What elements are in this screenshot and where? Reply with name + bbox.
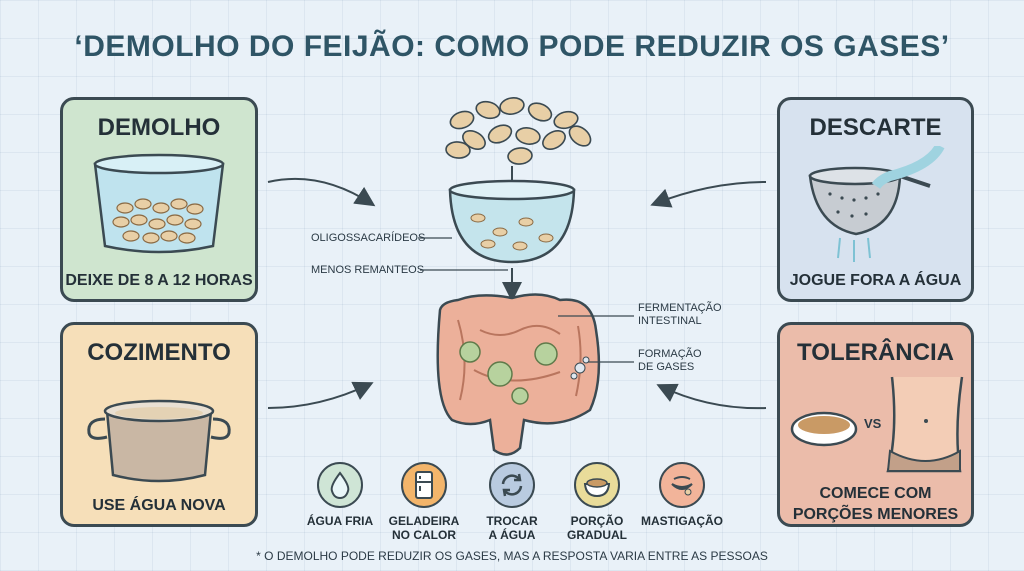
bowl-icon (574, 462, 620, 508)
card-descarte: DESCARTE JOGUE FORA A ÁGUA (777, 97, 974, 302)
mouth-icon (659, 462, 705, 508)
bowl-with-water-icon (448, 179, 576, 264)
strainer-icon (808, 146, 945, 262)
label-formacao-gases: FORMAÇÃO DE GASES (638, 348, 702, 374)
tip-label-line1: TROCAR (486, 514, 538, 528)
falling-beans-icon (445, 97, 592, 165)
card-demolho-caption: DEIXE DE 8 A 12 HORAS (65, 272, 253, 289)
tip-label-line1: MASTIGAÇÃO (641, 514, 723, 528)
label-oligossacarideos: OLIGOSSACARÍDEOS (311, 232, 426, 244)
card-cozimento-title: COZIMENTO (87, 339, 231, 366)
refresh-icon (489, 462, 535, 508)
card-tolerancia-caption-line1: COMECE COM (819, 485, 932, 502)
intestine-icon (436, 293, 601, 456)
tip-label-line1: ÁGUA FRIA (306, 514, 374, 528)
label-fermentacao-line1: FERMENTAÇÃO (638, 302, 722, 314)
label-fermentacao: FERMENTAÇÃO INTESTINAL (638, 302, 722, 328)
tip-label-line2: NO CALOR (392, 528, 456, 542)
tip-label-line2: A ÁGUA (488, 528, 536, 542)
tip-label-line2: GRADUAL (567, 528, 627, 542)
tip-label-line1: PORÇÃO (570, 514, 624, 528)
cooking-pot-icon (87, 399, 231, 483)
soaking-bowl-icon (93, 153, 225, 254)
card-descarte-title: DESCARTE (809, 114, 942, 141)
card-demolho: DEMOLHO DEIXE DE 8 A 12 HORAS (60, 97, 258, 302)
card-descarte-caption: JOGUE FORA A ÁGUA (789, 272, 962, 289)
label-menos-remanteos: MENOS REMANTEOS (311, 264, 425, 276)
label-formacao-line1: FORMAÇÃO (638, 348, 702, 360)
portion-vs-belly-icon (790, 376, 964, 473)
label-formacao-line2: DE GASES (638, 361, 695, 373)
card-demolho-title: DEMOLHO (97, 114, 221, 141)
tip-label-line1: GELADEIRA (388, 514, 460, 528)
page-title: ‘DEMOLHO DO FEIJÃO: COMO PODE REDUZIR OS… (74, 30, 950, 63)
card-cozimento-caption: USE ÁGUA NOVA (92, 497, 226, 514)
water-drop-icon (317, 462, 363, 508)
card-tolerancia-caption: COMECE COM PORÇÕES MENORES (780, 483, 971, 524)
card-tolerancia-caption-line2: PORÇÕES MENORES (792, 506, 959, 523)
card-tolerancia-title: TOLERÂNCIA (797, 339, 954, 366)
tip-mastigacao: MASTIGAÇÃO (637, 462, 727, 528)
tip-agua-fria: ÁGUA FRIA (295, 462, 385, 528)
label-fermentacao-line2: INTESTINAL (638, 315, 702, 327)
footnote: * O DEMOLHO PODE REDUZIR OS GASES, MAS A… (256, 549, 768, 563)
card-cozimento: COZIMENTO USE ÁGUA NOVA (60, 322, 258, 527)
fridge-icon (401, 462, 447, 508)
vs-label: VS (864, 416, 882, 431)
card-tolerancia: TOLERÂNCIA VS COMECE COM PORÇÕES MENORES (777, 322, 974, 527)
